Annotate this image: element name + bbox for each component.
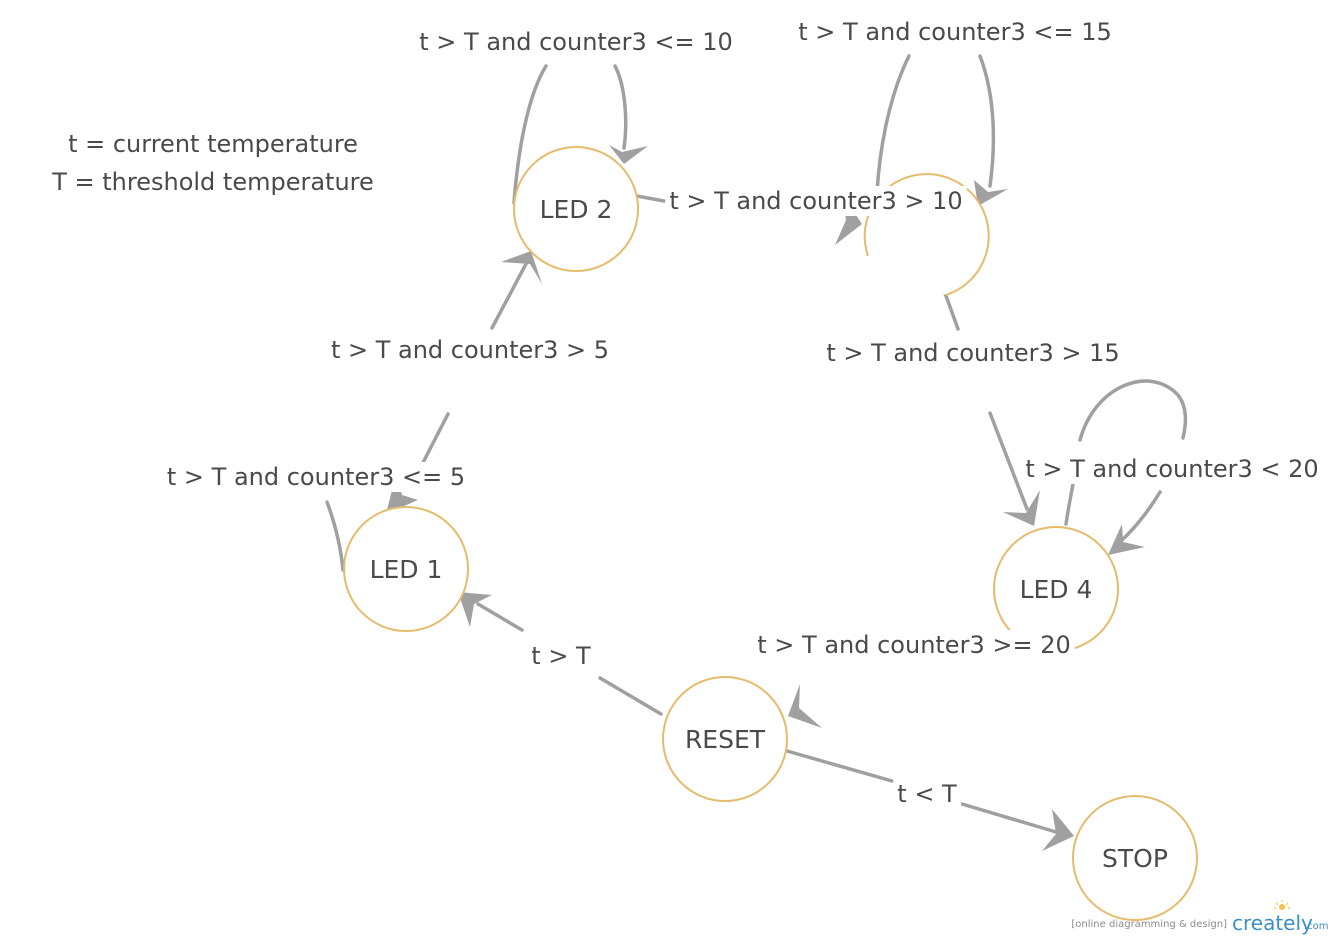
led4-self-loop-arrowhead — [1108, 524, 1145, 555]
state-reset[interactable]: RESET — [662, 676, 788, 802]
led4-self-loop-return — [1120, 490, 1162, 542]
transition-labels: t > T and counter3 <= 10 t > T and count… — [162, 17, 1323, 809]
states: LED 2 LED 1 LED 4 RESET STOP — [343, 146, 1198, 921]
watermark-tagline: [online diagramming & design] — [1071, 919, 1227, 930]
state-stop-circle — [1072, 795, 1198, 921]
state-led1-label: LED 1 — [370, 555, 443, 584]
label-background — [822, 338, 1124, 368]
watermark-brand: creately — [1232, 911, 1313, 935]
led1-self-loop — [325, 500, 345, 572]
state-reset-circle — [662, 676, 788, 802]
label-background — [665, 186, 967, 216]
legend-line-threshold-temperature: T = threshold temperature — [51, 168, 374, 196]
led2-self-loop — [512, 64, 548, 205]
label-led4-to-reset: t > T and counter3 >= 20 — [757, 631, 1070, 659]
label-background — [415, 27, 737, 57]
creately-watermark: [online diagramming & design] creately .… — [1071, 900, 1329, 935]
label-reset-to-led1: t > T — [531, 642, 591, 670]
label-background — [893, 779, 962, 809]
led3-to-led4-edge-top — [943, 291, 960, 331]
state-led1-circle — [343, 506, 469, 632]
state-led4[interactable]: LED 4 — [993, 526, 1119, 652]
label-led3-to-led4: t > T and counter3 > 15 — [826, 339, 1119, 367]
reset-to-stop-edge-lower — [960, 802, 1058, 834]
reset-to-led1-edge-upper — [476, 602, 524, 632]
label-led2-self: t > T and counter3 <= 10 — [419, 28, 732, 56]
label-led4-self: t > T and counter3 < 20 — [1025, 455, 1318, 483]
label-background — [1021, 454, 1323, 484]
legend-line-current-temperature: t = current temperature — [68, 130, 358, 158]
label-reset-to-stop: t < T — [897, 780, 957, 808]
state-led2[interactable]: LED 2 — [513, 146, 639, 272]
led2-self-loop-return — [613, 64, 628, 150]
state-stop-label: STOP — [1102, 844, 1168, 873]
state-led1[interactable]: LED 1 — [343, 506, 469, 632]
reset-to-led1-edge — [598, 676, 663, 716]
reset-to-stop-arrowhead — [1042, 809, 1074, 851]
label-led2-to-led3: t > T and counter3 > 10 — [669, 187, 962, 215]
led4-self-loop-top — [1078, 379, 1188, 442]
sun-icon — [1274, 900, 1290, 910]
led3-to-led4-arrowhead — [1003, 490, 1040, 526]
label-background — [794, 17, 1116, 47]
led4-self-loop — [1064, 482, 1075, 526]
led2-to-led3-edge — [635, 194, 666, 203]
legend: t = current temperature T = threshold te… — [51, 130, 374, 196]
led4-to-reset-arrowhead — [788, 684, 822, 728]
led3-self-loop — [875, 54, 911, 195]
label-led3-self: t > T and counter3 <= 15 — [798, 18, 1111, 46]
edges — [325, 54, 1188, 851]
label-background — [527, 641, 596, 671]
watermark-tld: .com — [1304, 921, 1329, 932]
reset-to-led1-arrowhead — [458, 592, 492, 627]
led3-self-loop-arrowhead — [974, 180, 1008, 206]
led1-to-led2-arrowhead — [501, 251, 542, 284]
led2-to-led3-arrowhead — [835, 194, 862, 245]
reset-to-stop-edge — [785, 749, 894, 783]
label-background — [753, 630, 1075, 660]
state-led2-circle — [513, 146, 639, 272]
led1-to-led2-edge-upper — [490, 260, 529, 330]
label-led1-to-led2: t > T and counter3 > 5 — [331, 336, 609, 364]
state-stop[interactable]: STOP — [1072, 795, 1198, 921]
led3-to-led4-edge — [988, 411, 1029, 511]
label-led1-self: t > T and counter3 <= 5 — [167, 463, 465, 491]
state-led4-label: LED 4 — [1020, 575, 1093, 604]
led2-self-loop-arrowhead — [609, 145, 648, 164]
label-background — [162, 462, 470, 492]
state-led2-label: LED 2 — [540, 195, 613, 224]
state-reset-label: RESET — [685, 725, 766, 754]
led3-self-loop-return — [978, 54, 996, 188]
label-background — [326, 335, 614, 365]
